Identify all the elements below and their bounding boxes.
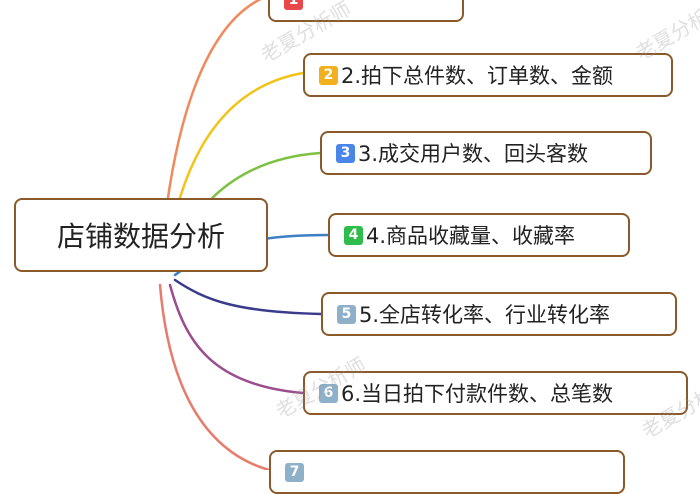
branch-5-label: 5.全店转化率、行业转化率 [359,303,611,327]
branch-node-4[interactable]: 4 4.商品收藏量、收藏率 [328,213,630,257]
branch-node-1[interactable]: 1 [268,0,464,22]
branch-3-label: 3.成交用户数、回头客数 [358,142,589,166]
root-node[interactable]: 店铺数据分析 [14,198,268,272]
branch-node-5[interactable]: 5 5.全店转化率、行业转化率 [321,292,677,336]
badge-3-icon: 3 [336,143,355,163]
branch-node-2[interactable]: 2 2.拍下总件数、订单数、金额 [303,53,673,97]
branch-4-label: 4.商品收藏量、收藏率 [366,224,576,248]
branch-node-3[interactable]: 3 3.成交用户数、回头客数 [320,131,652,175]
badge-1-icon: 1 [284,0,303,10]
branch-node-7[interactable]: 7 [269,450,625,494]
branch-6-label: 6.当日拍下付款件数、总笔数 [341,382,614,406]
badge-5-icon: 5 [337,304,356,324]
badge-7-icon: 7 [285,462,304,482]
branch-2-label: 2.拍下总件数、订单数、金额 [341,64,614,88]
badge-6-icon: 6 [319,383,338,403]
connector-7 [158,283,271,470]
badge-4-icon: 4 [344,225,363,245]
root-label: 店铺数据分析 [56,220,225,253]
branch-node-6[interactable]: 6 6.当日拍下付款件数、总笔数 [303,371,688,415]
connector-6 [168,283,305,395]
mind-map: 店铺数据分析 1 2 2.拍下总件数、订单数、金额 3 3.成交用户数、回头客数… [14,0,700,494]
connector-5 [173,278,323,316]
badge-2-icon: 2 [319,65,338,85]
